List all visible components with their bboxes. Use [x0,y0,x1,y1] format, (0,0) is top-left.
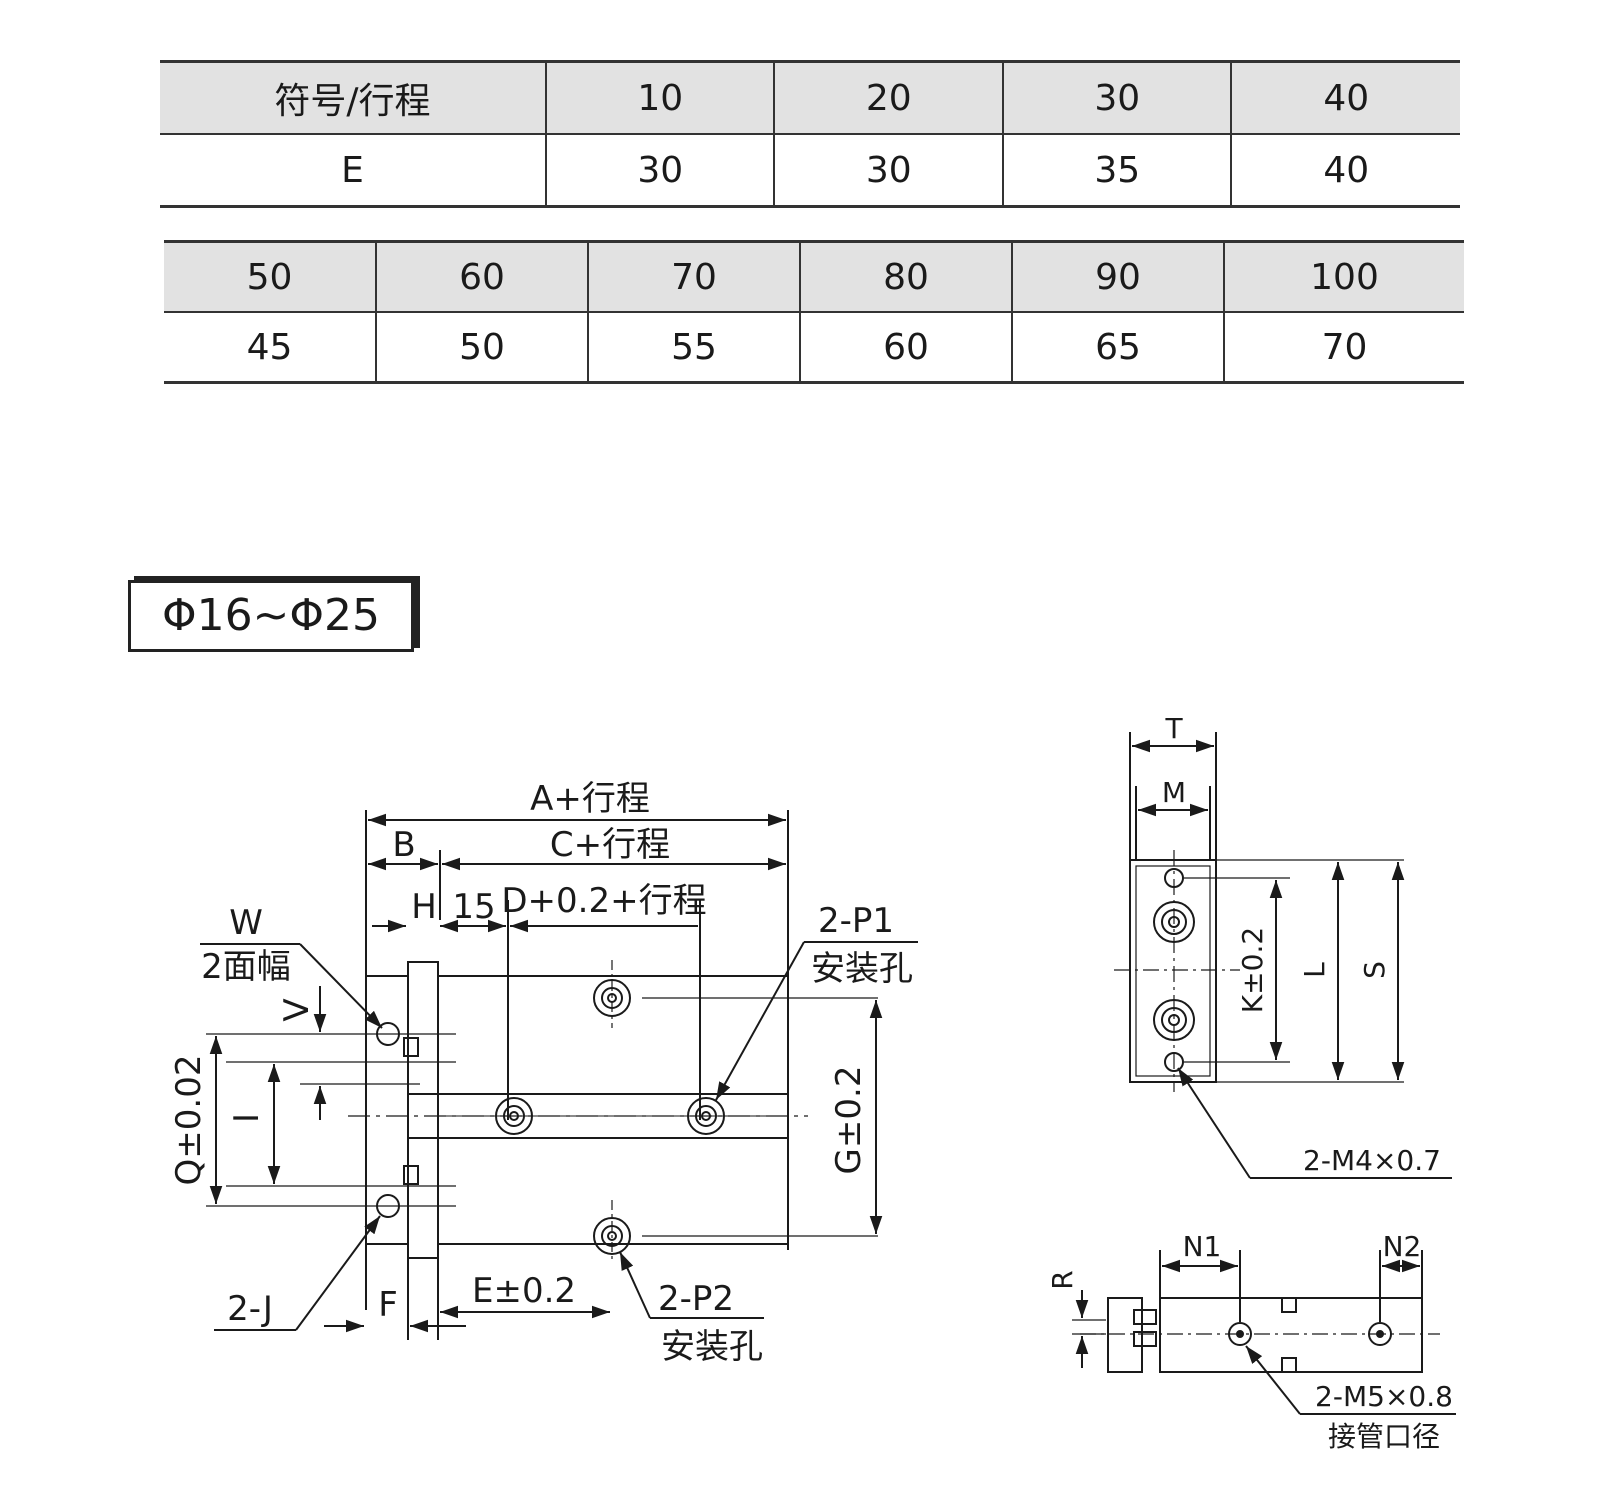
label-t: T [1164,712,1183,745]
bore-size-badge: Φ16~Φ25 [128,580,414,652]
table1-header-symbol-stroke: 符号/行程 [160,61,547,135]
label-d-stroke: D+0.2+行程 [501,881,706,921]
label-q: Q±0.02 [169,1055,209,1186]
table2-header-stroke-100: 100 [1224,241,1464,313]
table1-header-stroke-40: 40 [1231,61,1460,135]
label-two-j: 2-J [227,1289,273,1329]
dimension-table-strokes-50-100: 50 60 70 80 90 100 45 50 55 60 65 70 [164,240,1464,384]
label-b: B [392,825,415,865]
table2-cell: 65 [1012,312,1225,383]
bottom-view [1072,1250,1456,1415]
label-h: H [411,887,437,927]
label-i: I [227,1113,267,1123]
side-view [1114,732,1452,1179]
front-view [200,810,918,1340]
label-two-p2: 2-P2 [658,1279,734,1319]
dimension-table-strokes-10-40: 符号/行程 10 20 30 40 E 30 30 35 40 [160,60,1460,208]
table2-cell: 70 [1321,326,1368,368]
label-mount-hole-1: 安装孔 [811,949,913,989]
label-g: G±0.2 [829,1066,869,1175]
table2-cell: 55 [588,312,801,383]
label-c-stroke: C+行程 [550,825,670,865]
label-m: M [1162,776,1186,809]
table1-cell: 30 [774,134,1004,207]
table1-header-stroke-10: 10 [545,61,776,135]
table1-cell: 30 [545,134,776,207]
label-v: V [277,998,317,1021]
label-s: S [1358,961,1391,979]
table1-row-label-e: E [160,134,547,207]
table2-cell: 50 [376,312,589,383]
table1-header-stroke-30: 30 [1002,61,1233,135]
label-m5-thread: 2-M5×0.8 [1315,1380,1453,1413]
table2-header-stroke-70: 70 [588,241,801,313]
label-f: F [378,1285,398,1325]
label-k: K±0.2 [1236,927,1269,1013]
label-a-stroke: A+行程 [530,779,650,819]
table1-cell: 40 [1323,149,1370,191]
table2-cell: 45 [164,312,377,383]
label-l: L [1298,962,1331,978]
table2-header-stroke-50: 50 [164,241,377,313]
table1-cell: 35 [1002,134,1233,207]
label-mount-hole-2: 安装孔 [661,1327,763,1367]
label-fifteen: 15 [452,887,495,927]
table1-header-stroke-20: 20 [774,61,1004,135]
label-n2: N2 [1383,1230,1422,1263]
label-port-size: 接管口径 [1328,1420,1440,1453]
table2-header-stroke-90: 90 [1012,241,1225,313]
table2-header-stroke-60: 60 [376,241,589,313]
label-r: R [1046,1270,1079,1289]
label-w: W [229,903,263,943]
label-m4-thread: 2-M4×0.7 [1303,1144,1441,1177]
label-two-p1: 2-P1 [818,901,894,941]
table2-header-stroke-80: 80 [800,241,1013,313]
label-e: E±0.2 [472,1271,576,1311]
label-n1: N1 [1183,1230,1222,1263]
table2-cell: 60 [800,312,1013,383]
label-two-face-width: 2面幅 [201,947,291,987]
